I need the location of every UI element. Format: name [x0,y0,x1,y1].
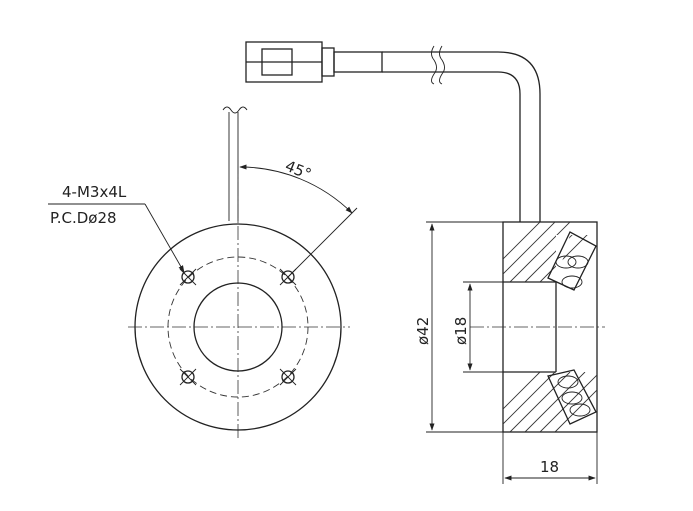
mounting-hole [279,368,297,386]
mounting-hole [179,368,197,386]
break-mark-top [222,106,248,114]
mounting-hole [179,268,197,286]
cable-break [439,45,445,85]
depth-label: 18 [540,458,559,476]
hatch-top [503,222,597,282]
outer-circle [134,223,342,431]
connector [245,41,383,83]
inner-diameter-label: ø18 [452,317,470,345]
angle-extension-line [287,207,358,278]
hatch-bottom [503,372,597,432]
outer-diameter-label: ø42 [414,317,432,345]
angle-label: 45° [283,157,314,184]
thread-label: 4-M3x4L [62,183,127,201]
angle-arc [239,164,353,214]
cable-upper [382,51,541,222]
cable-lower [382,71,521,222]
inner-bore-circle [193,282,283,372]
cable-break [431,45,437,85]
leader-line [144,203,185,273]
front-view: 45° 4-M3x4L P.C.Dø28 [48,106,358,440]
pcd-label: P.C.Dø28 [50,209,117,227]
pcd-circle [167,256,309,398]
led-assembly-bottom [547,369,597,425]
side-section-view: ø42 ø18 18 [245,41,605,484]
led-assembly-top [547,231,597,291]
